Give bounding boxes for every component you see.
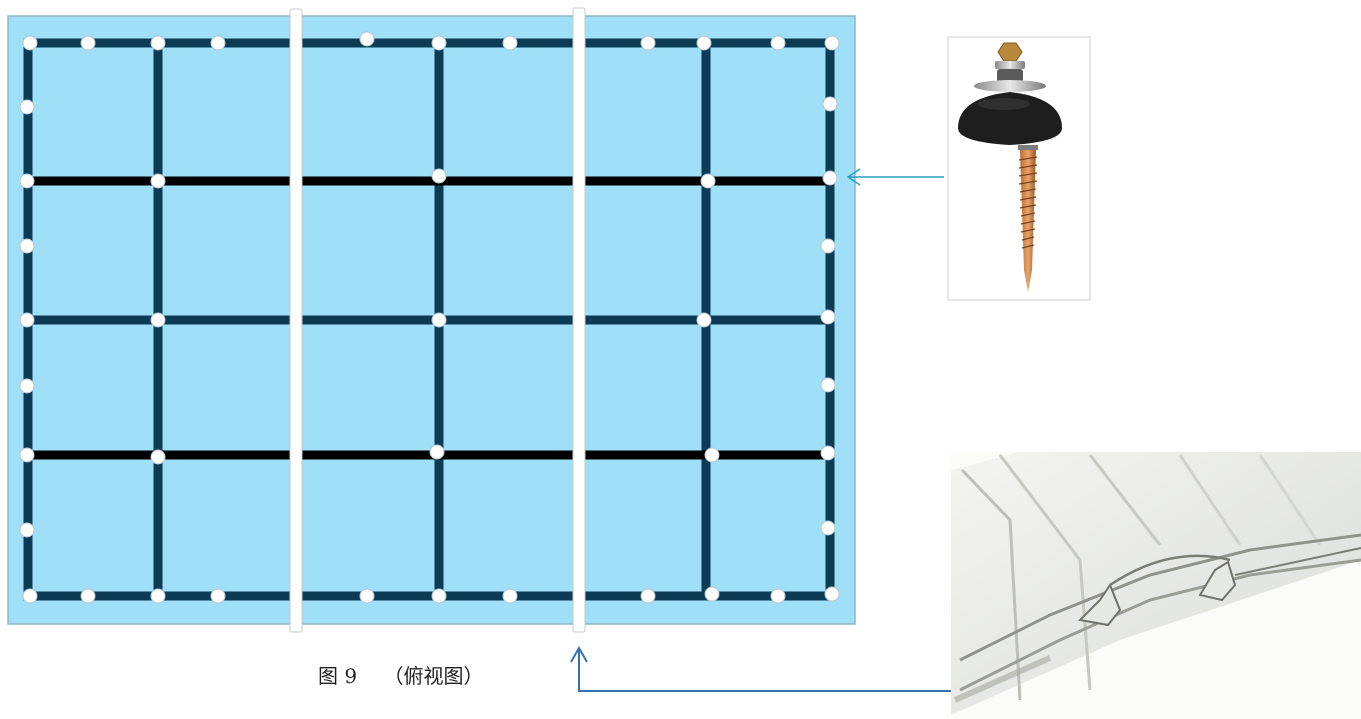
screw-point <box>22 35 38 51</box>
screw-point <box>150 449 166 465</box>
screw-point <box>359 31 375 47</box>
screw-point <box>19 173 35 189</box>
connector-photo <box>951 452 1361 719</box>
screw-point <box>820 520 836 536</box>
screw-photo <box>947 36 1091 301</box>
screw-arrow <box>846 168 944 186</box>
screw-point <box>150 312 166 328</box>
screw-point <box>502 588 518 604</box>
screw-point <box>431 588 447 604</box>
screw-point <box>80 588 96 604</box>
polycarbonate-h-connector-profile-icon <box>951 452 1361 715</box>
screw-points <box>19 31 840 604</box>
self-drilling-screw-icon <box>958 42 1062 292</box>
screw-point <box>150 35 166 51</box>
screw-point <box>431 35 447 51</box>
screw-point <box>696 312 712 328</box>
connector-strip-1 <box>289 8 303 633</box>
screw-point <box>704 586 720 602</box>
screw-point <box>150 588 166 604</box>
screw-point <box>820 309 836 325</box>
screw-point <box>19 99 35 115</box>
screw-point <box>820 445 836 461</box>
screw-point <box>19 378 35 394</box>
screw-point <box>429 444 445 460</box>
screw-point <box>19 522 35 538</box>
figure-caption: 图 9 （俯视图） <box>318 664 484 688</box>
screw-point <box>820 238 836 254</box>
screw-point <box>770 35 786 51</box>
screw-point <box>822 170 838 186</box>
screw-point <box>19 312 35 328</box>
screw-point <box>210 35 226 51</box>
screw-point <box>22 588 38 604</box>
screw-point <box>824 586 840 602</box>
screw-point <box>770 588 786 604</box>
screw-point <box>696 35 712 51</box>
screw-point <box>820 377 836 393</box>
screw-point <box>822 96 838 112</box>
screw-point <box>210 588 226 604</box>
screw-point <box>640 35 656 51</box>
screw-point <box>150 173 166 189</box>
screw-point <box>80 35 96 51</box>
connector-strip-2 <box>572 7 586 633</box>
screw-point <box>704 447 720 463</box>
screw-point <box>359 588 375 604</box>
screw-point <box>19 447 35 463</box>
connector-arrow <box>570 645 951 692</box>
screw-point <box>19 238 35 254</box>
screw-point <box>431 168 447 184</box>
connector-strips <box>289 7 586 633</box>
screw-point <box>640 588 656 604</box>
screw-point <box>824 35 840 51</box>
screw-point <box>431 312 447 328</box>
screw-point <box>502 35 518 51</box>
screw-point <box>700 173 716 189</box>
